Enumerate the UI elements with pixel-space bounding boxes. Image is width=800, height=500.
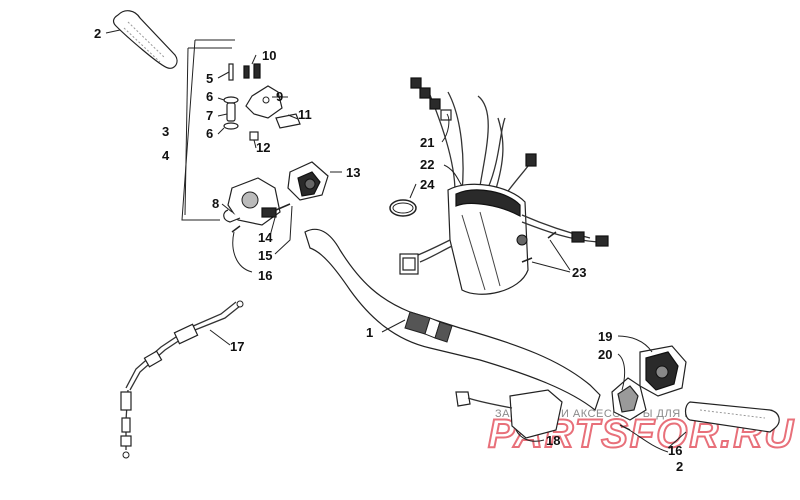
callout-21: 21: [420, 135, 434, 150]
callout-17: 17: [230, 339, 244, 354]
callout-22: 22: [420, 157, 434, 172]
right-switch-part: [611, 345, 687, 431]
callout-11: 11: [298, 107, 312, 122]
right-grip-part: [684, 401, 780, 433]
callout-8: 8: [212, 196, 219, 211]
callout-12: 12: [256, 140, 270, 155]
callout-15: 15: [258, 248, 272, 263]
bracket-lines: [181, 39, 235, 221]
callout-24: 24: [420, 177, 435, 192]
callout-9: 9: [276, 89, 283, 104]
callout-18: 18: [546, 433, 560, 448]
instrument-pod-part: [389, 77, 609, 295]
callout-16-left: 16: [258, 268, 272, 283]
callout-2-right: 2: [676, 459, 683, 474]
callout-16-right: 16: [668, 443, 682, 458]
callout-20: 20: [598, 347, 612, 362]
callout-14: 14: [258, 230, 273, 245]
handlebar-part: [304, 228, 601, 412]
leader-lines: [105, 29, 687, 453]
callout-6-upper: 6: [206, 89, 213, 104]
callout-10: 10: [262, 48, 276, 63]
callout-3: 3: [162, 124, 169, 139]
callout-7: 7: [206, 108, 213, 123]
callout-23: 23: [572, 265, 586, 280]
callout-13: 13: [346, 165, 360, 180]
left-grip-part: [112, 10, 178, 69]
callout-6-lower: 6: [206, 126, 213, 141]
callout-labels: 2 10 5 6 9 7 11 3 6 12 4 13 8 14 15 16 1…: [94, 26, 683, 474]
callout-19: 19: [598, 329, 612, 344]
callout-2-left: 2: [94, 26, 101, 41]
callout-1: 1: [366, 325, 373, 340]
throttle-cable-part: [120, 300, 244, 459]
lever-assembly-part: [223, 63, 301, 141]
callout-4: 4: [162, 148, 170, 163]
callout-5: 5: [206, 71, 213, 86]
left-switch-part: [287, 161, 329, 201]
throttle-housing-part: [223, 177, 291, 233]
throttle-lever-part: [455, 389, 563, 439]
